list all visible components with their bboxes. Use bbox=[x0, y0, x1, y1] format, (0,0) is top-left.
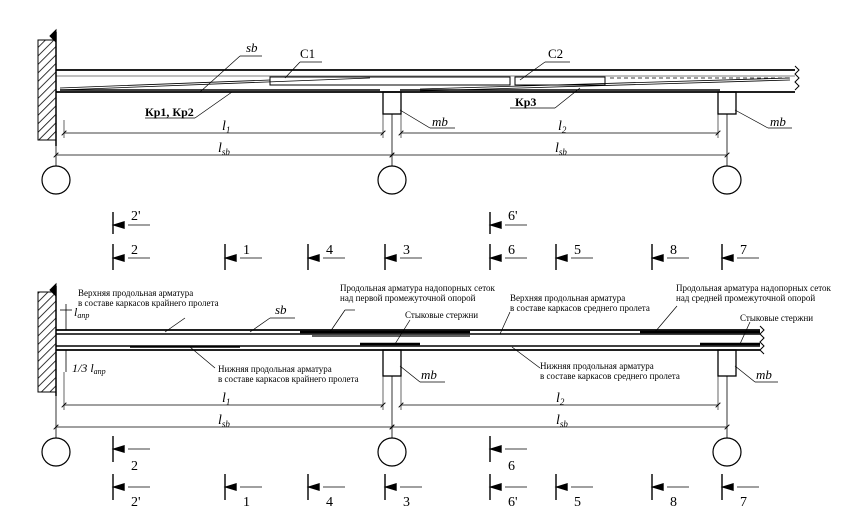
label-lanc: lanp bbox=[74, 305, 89, 320]
note-mesh-mid-2: над средней промежуточной опорой bbox=[676, 293, 815, 303]
support-2-top bbox=[717, 91, 737, 115]
note-bot-mid-2: в составе каркасов среднего пролета bbox=[540, 371, 680, 381]
svg-text:6': 6' bbox=[508, 495, 518, 510]
note-mesh-first-1: Продольная арматура надопорных сеток bbox=[340, 283, 496, 293]
section-mark-2-top bbox=[111, 244, 150, 270]
wall-bottom bbox=[37, 291, 57, 393]
label-mb-1-b: mb bbox=[421, 367, 437, 382]
svg-text:8: 8 bbox=[670, 495, 677, 510]
section-mark-2-bottom bbox=[111, 436, 150, 462]
note-splice-2: Стыковые стержни bbox=[740, 313, 813, 323]
section-mark-3-top bbox=[383, 244, 422, 270]
label-kr3: Кр3 bbox=[515, 95, 536, 109]
axis-circle-a-b bbox=[41, 437, 71, 467]
section-mark-5-top bbox=[554, 244, 593, 270]
section-mark-2p-bottom bbox=[111, 474, 150, 500]
axis-circle-c bbox=[712, 165, 742, 195]
svg-text:7: 7 bbox=[740, 495, 747, 510]
label-third: 1/3 lanp bbox=[72, 361, 106, 376]
section-mark-8-top bbox=[650, 244, 689, 270]
dim-lsb-2: lsb bbox=[555, 141, 567, 157]
label-mb-2: mb bbox=[770, 114, 786, 129]
section-mark-7-bottom bbox=[720, 474, 759, 500]
axis-circle-b bbox=[377, 165, 407, 195]
svg-text:2: 2 bbox=[131, 243, 138, 258]
section-mark-3-bottom bbox=[383, 474, 422, 500]
dim-lsb-2-b: lsb bbox=[556, 413, 568, 429]
label-mb-2-b: mb bbox=[756, 367, 772, 382]
section-mark-4-top bbox=[306, 244, 345, 270]
note-top-end-2: в составе каркасов крайнего пролета bbox=[78, 298, 219, 308]
section-mark-4-bottom bbox=[306, 474, 345, 500]
note-top-end-1: Верхняя продольная арматура bbox=[78, 288, 193, 298]
top-labels: sb C1 C2 Кр1, Кр2 Кр3 mb mb l1 l2 lsb ls… bbox=[145, 40, 786, 157]
section-mark-6-top bbox=[488, 244, 527, 270]
label-kr12: Кр1, Кр2 bbox=[145, 105, 194, 119]
wall-top bbox=[37, 39, 57, 141]
dim-l1-b: l1 bbox=[222, 391, 230, 407]
bottom-section-numbers: 2 6 2' 1 4 3 6' 5 8 7 bbox=[131, 459, 747, 510]
support-1-top bbox=[382, 91, 402, 115]
note-bot-end-1: Нижняя продольная арматура bbox=[218, 364, 332, 374]
section-mark-5-bottom bbox=[554, 474, 593, 500]
mesh-c1 bbox=[269, 76, 511, 86]
svg-text:5: 5 bbox=[574, 243, 581, 258]
svg-text:7: 7 bbox=[740, 243, 747, 258]
svg-text:2': 2' bbox=[131, 495, 141, 510]
svg-text:2: 2 bbox=[131, 459, 138, 474]
section-mark-6-bottom bbox=[488, 436, 527, 462]
axis-circle-a bbox=[41, 165, 71, 195]
section-mark-7-top bbox=[720, 244, 759, 270]
dim-lsb-1: lsb bbox=[218, 141, 230, 157]
dim-l2: l2 bbox=[558, 119, 567, 135]
label-sb: sb bbox=[246, 40, 258, 55]
note-mesh-mid-1: Продольная арматура надопорных сеток bbox=[676, 283, 832, 293]
top-drawing bbox=[37, 28, 800, 195]
section-mark-6p-bottom bbox=[488, 474, 527, 500]
top-section-numbers: 2' 2 1 4 3 6' 6 5 8 7 bbox=[131, 209, 747, 258]
note-top-mid-1: Верхняя продольная арматура bbox=[510, 293, 625, 303]
dim-lsb-1-b: lsb bbox=[218, 413, 230, 429]
label-c1: C1 bbox=[300, 46, 315, 61]
support-2-bottom bbox=[717, 349, 737, 377]
svg-text:1: 1 bbox=[243, 495, 250, 510]
svg-text:1: 1 bbox=[243, 243, 250, 258]
svg-text:2': 2' bbox=[131, 209, 141, 224]
svg-text:4: 4 bbox=[326, 495, 333, 510]
svg-text:6: 6 bbox=[508, 459, 515, 474]
svg-text:3: 3 bbox=[403, 243, 410, 258]
section-mark-8-bottom bbox=[650, 474, 689, 500]
bottom-section-markers bbox=[111, 436, 759, 500]
note-splice-1: Стыковые стержни bbox=[405, 310, 478, 320]
label-c2: C2 bbox=[548, 46, 563, 61]
note-bot-end-2: в составе каркасов крайнего пролета bbox=[218, 374, 359, 384]
axis-circle-b-b bbox=[377, 437, 407, 467]
svg-text:6': 6' bbox=[508, 209, 518, 224]
support-1-bottom bbox=[382, 349, 402, 377]
axis-circle-c-b bbox=[712, 437, 742, 467]
svg-text:5: 5 bbox=[574, 495, 581, 510]
label-mb-1: mb bbox=[432, 114, 448, 129]
section-mark-1-top bbox=[223, 244, 262, 270]
top-section-markers bbox=[111, 212, 759, 270]
note-mesh-first-2: над первой промежуточной опорой bbox=[340, 293, 476, 303]
dim-l2-b: l2 bbox=[556, 391, 565, 407]
section-mark-2p-top bbox=[111, 212, 150, 234]
svg-text:6: 6 bbox=[508, 243, 515, 258]
svg-text:4: 4 bbox=[326, 243, 333, 258]
bottom-labels: lanp 1/3 lanp sb mb mb Верхняя продольна… bbox=[72, 283, 832, 429]
label-sb-b: sb bbox=[275, 302, 287, 317]
svg-text:8: 8 bbox=[670, 243, 677, 258]
mesh-c2 bbox=[514, 76, 606, 86]
svg-text:3: 3 bbox=[403, 495, 410, 510]
note-top-mid-2: в составе каркасов среднего пролета bbox=[510, 303, 650, 313]
section-mark-1-bottom bbox=[223, 474, 262, 500]
bottom-drawing bbox=[37, 282, 778, 467]
dim-l1: l1 bbox=[222, 119, 230, 135]
note-bot-mid-1: Нижняя продольная арматура bbox=[540, 361, 654, 371]
section-mark-6p-top bbox=[488, 212, 527, 234]
